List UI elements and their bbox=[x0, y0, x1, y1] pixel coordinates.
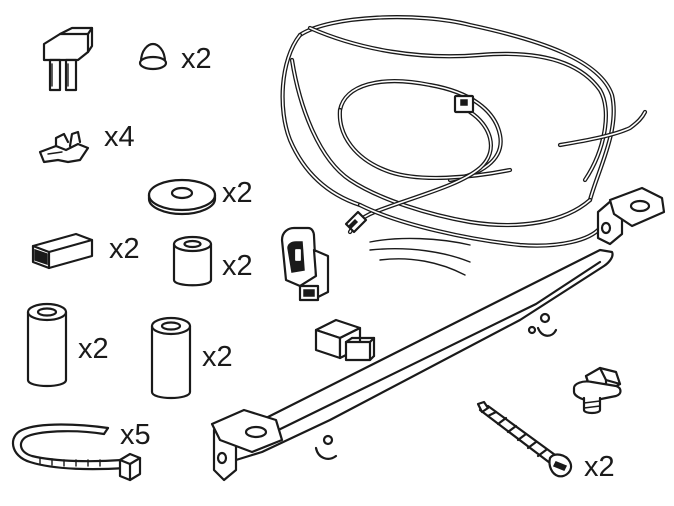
bolt-icon bbox=[572, 366, 622, 415]
bracket-icon bbox=[210, 186, 666, 482]
switch-icon bbox=[280, 226, 330, 302]
long-spacer-left-quantity: x2 bbox=[78, 333, 109, 365]
cap-quantity: x2 bbox=[181, 43, 212, 75]
cable-tie-icon bbox=[12, 423, 142, 482]
fuse-icon bbox=[42, 26, 94, 92]
screw-quantity: x2 bbox=[584, 451, 615, 483]
terminal-icon bbox=[38, 130, 90, 164]
cap-icon bbox=[138, 42, 168, 71]
relay-icon bbox=[314, 318, 376, 362]
washer-quantity: x2 bbox=[222, 177, 253, 209]
short-spacer-quantity: x2 bbox=[222, 250, 253, 282]
short-spacer-icon bbox=[172, 235, 213, 287]
connector-icon bbox=[31, 232, 94, 270]
long-spacer-right-quantity: x2 bbox=[202, 341, 233, 373]
terminal-quantity: x4 bbox=[104, 121, 135, 153]
washer-icon bbox=[147, 178, 217, 216]
connector-quantity: x2 bbox=[109, 233, 140, 265]
screw-icon bbox=[476, 400, 573, 478]
long-spacer-left-icon bbox=[26, 302, 68, 388]
long-spacer-right-icon bbox=[150, 316, 192, 400]
wiring-harness-icon bbox=[280, 15, 648, 276]
cable-tie-quantity: x5 bbox=[120, 419, 151, 451]
